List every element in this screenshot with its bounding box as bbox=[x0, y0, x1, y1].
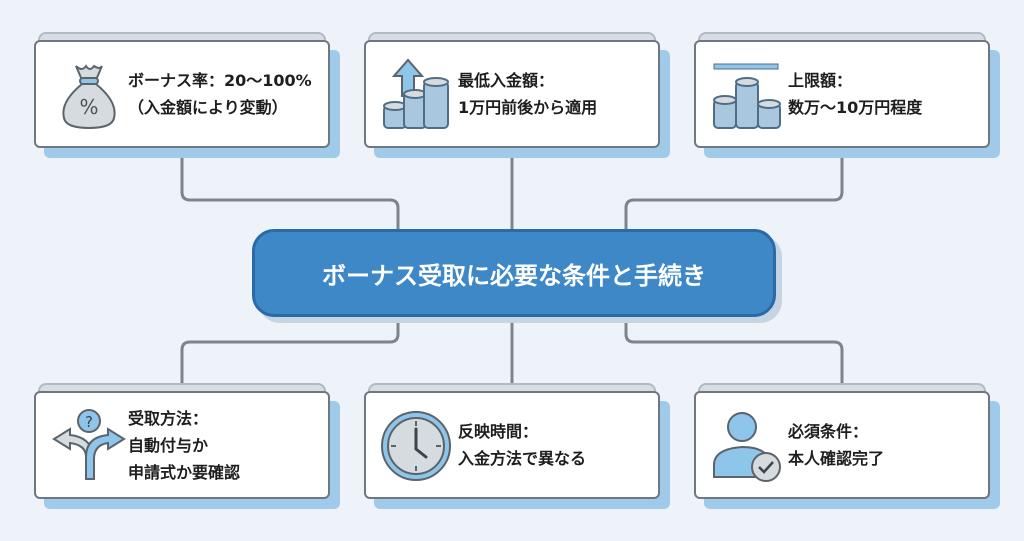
card-line: 受取方法： bbox=[128, 408, 209, 428]
card-min-deposit: 最低入金額： 1万円前後から適用 bbox=[364, 32, 670, 158]
card-line: 反映時間： bbox=[458, 422, 539, 441]
card-line: 数万〜10万円程度 bbox=[788, 98, 923, 117]
card-line: ボーナス率：20〜100% bbox=[128, 71, 312, 90]
card-receive-method: ? 受取方法： 自動付与か 申請式か要確認 bbox=[34, 383, 340, 509]
user-check-icon bbox=[713, 412, 781, 482]
card-line: 本人確認完了 bbox=[788, 449, 885, 468]
money-bag-percent-icon: % bbox=[62, 64, 116, 130]
card-line: 必須条件： bbox=[788, 422, 869, 441]
card-line: 上限額： bbox=[788, 71, 853, 90]
card-line: 自動付与か bbox=[128, 435, 209, 455]
svg-text:%: % bbox=[79, 95, 98, 119]
card-max-amount: 上限額： 数万〜10万円程度 bbox=[694, 32, 1000, 158]
clock-icon bbox=[381, 411, 451, 481]
card-line: （入金額により変動） bbox=[128, 98, 288, 117]
connector-top-left bbox=[180, 150, 400, 230]
card-line: 申請式か要確認 bbox=[128, 462, 241, 482]
coins-limit-icon bbox=[713, 63, 781, 129]
split-arrows-question-icon: ? bbox=[52, 409, 126, 480]
card-line: 1万円前後から適用 bbox=[458, 98, 598, 117]
card-reflection-time: 反映時間： 入金方法で異なる bbox=[364, 383, 670, 509]
card-required-condition: 必須条件： 本人確認完了 bbox=[694, 383, 1000, 509]
svg-text:?: ? bbox=[85, 413, 93, 431]
coins-arrow-up-icon bbox=[383, 58, 449, 129]
card-line: 最低入金額： bbox=[458, 71, 555, 90]
connector-bottom-left bbox=[180, 312, 400, 385]
connector-top-right bbox=[624, 150, 844, 230]
connector-bottom-right bbox=[624, 312, 844, 385]
card-bonus-rate: % ボーナス率：20〜100% （入金額により変動） bbox=[34, 32, 340, 158]
center-title: ボーナス受取に必要な条件と手続き bbox=[252, 229, 776, 317]
card-line: 入金方法で異なる bbox=[458, 449, 587, 468]
